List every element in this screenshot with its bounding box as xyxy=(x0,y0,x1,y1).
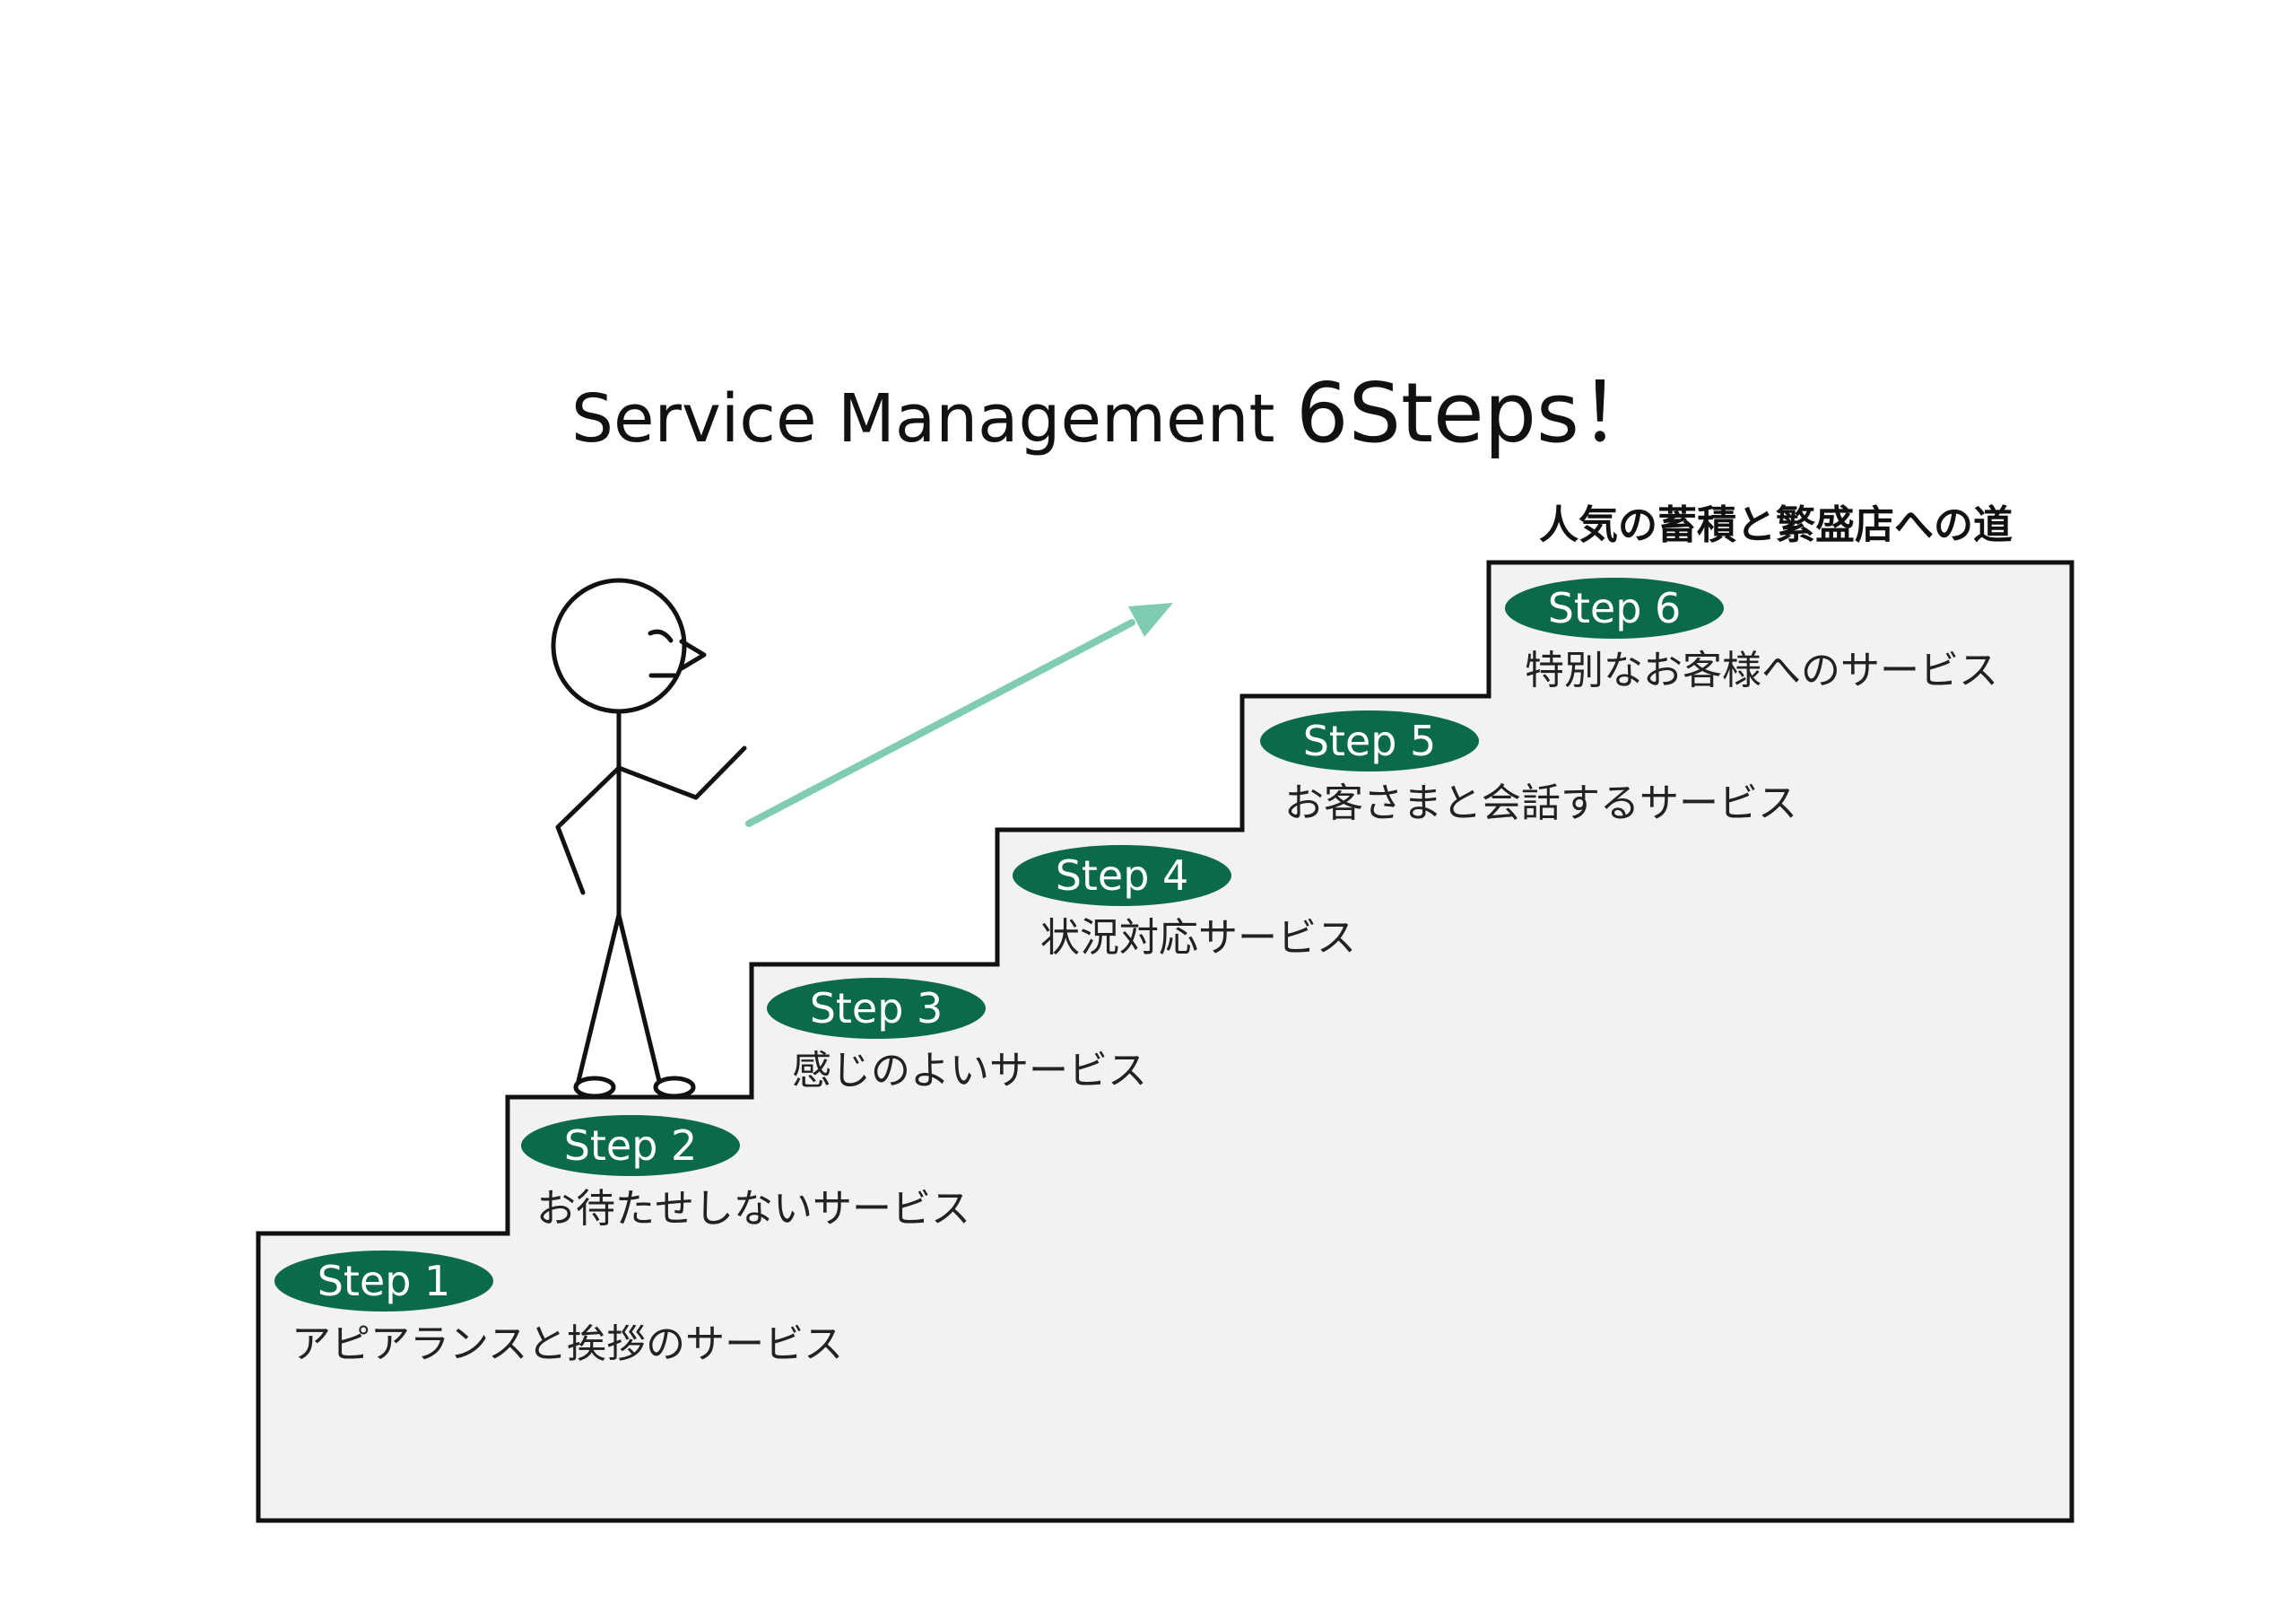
step-description: 特別なお客様へのサービス xyxy=(1525,648,1998,693)
stick-figure xyxy=(551,578,747,1099)
step-3: Step 3 感じのよいサービス xyxy=(767,978,1147,1094)
step-description: 状況対応サービス xyxy=(1040,915,1356,961)
step-badge xyxy=(1260,710,1479,771)
step-description: お待たせしないサービス xyxy=(536,1186,970,1232)
step-badge-label: Step 1 xyxy=(317,1257,451,1305)
progress-arrow xyxy=(745,603,1173,827)
step-badge-label: Step 3 xyxy=(810,984,944,1033)
figure-eye xyxy=(648,629,674,643)
step-4: Step 4 状況対応サービス xyxy=(1013,845,1356,961)
step-6: Step 6 特別なお客様へのサービス xyxy=(1505,578,1998,693)
step-badge-label: Step 6 xyxy=(1548,584,1682,632)
step-badge xyxy=(767,978,986,1039)
step-badge-label: Step 5 xyxy=(1303,717,1437,765)
title-suffix: ！ xyxy=(1579,365,1662,461)
figure-right-arm xyxy=(616,745,747,800)
figure-head xyxy=(551,578,687,714)
step-description: アピアランスと挨拶のサービス xyxy=(291,1321,843,1367)
step-badge-label: Step 4 xyxy=(1056,851,1189,900)
staircase xyxy=(256,560,2074,1523)
step-badge xyxy=(521,1115,740,1176)
step-badge-label: Step 2 xyxy=(564,1121,698,1170)
step-badge xyxy=(274,1251,493,1312)
figure-right-leg xyxy=(616,912,662,1084)
step-5: Step 5 お客さまと会話するサービス xyxy=(1260,710,1797,826)
figure-nose xyxy=(679,639,707,671)
step-badge xyxy=(1013,845,1231,906)
figure-right-foot xyxy=(653,1076,696,1099)
title-prefix: Service Management xyxy=(571,380,1296,458)
figure-left-foot xyxy=(573,1076,616,1099)
diagram-title: Service Management 6Steps！ xyxy=(571,365,1662,461)
goal-label: 人気の蓄積と繁盛店への道 xyxy=(1539,502,2013,548)
step-2: Step 2 お待たせしないサービス xyxy=(521,1115,970,1232)
figure-left-arm xyxy=(555,765,622,895)
step-1: Step 1 アピアランスと挨拶のサービス xyxy=(274,1251,843,1367)
step-description: 感じのよいサービス xyxy=(792,1048,1147,1094)
step-badge xyxy=(1505,578,1724,639)
title-emphasis: 6Steps xyxy=(1296,365,1579,461)
step-description: お客さまと会話するサービス xyxy=(1284,780,1797,826)
figure-left-leg xyxy=(576,912,622,1084)
